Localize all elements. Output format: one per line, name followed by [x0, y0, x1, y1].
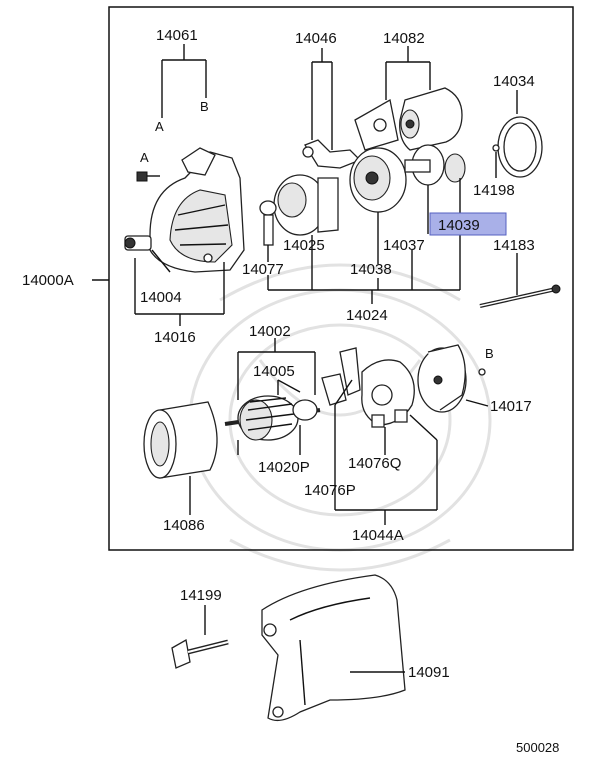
label-14091[interactable]: 14091	[408, 664, 450, 681]
spring-14077	[259, 200, 277, 262]
label-14020P[interactable]: 14020P	[258, 459, 310, 476]
label-14076Q[interactable]: 14076Q	[348, 455, 401, 472]
label-14039[interactable]: 14039	[438, 217, 480, 234]
label-14038[interactable]: 14038	[350, 261, 392, 278]
label-14082[interactable]: 14082	[383, 30, 425, 47]
brush-holder-14044A	[321, 347, 415, 455]
bracket-14002	[237, 338, 316, 400]
ref-b-right: B	[485, 346, 494, 361]
bracket-14091	[261, 574, 406, 722]
label-14037[interactable]: 14037	[383, 237, 425, 254]
ref-b-top: B	[200, 99, 209, 114]
label-14016[interactable]: 14016	[154, 329, 196, 346]
label-14061[interactable]: 14061	[156, 27, 198, 44]
ref-a-left: A	[140, 150, 149, 165]
label-14044A[interactable]: 14044A	[352, 527, 404, 544]
solenoid-14082	[354, 46, 463, 151]
label-14076P[interactable]: 14076P	[304, 482, 356, 499]
label-14086[interactable]: 14086	[163, 517, 205, 534]
shaft-14037	[404, 144, 466, 234]
label-14017[interactable]: 14017	[490, 398, 532, 415]
label-14004[interactable]: 14004	[140, 289, 182, 306]
label-14024[interactable]: 14024	[346, 307, 388, 324]
watermark	[188, 263, 492, 572]
bracket-14020P	[237, 425, 301, 455]
label-14000A[interactable]: 14000A	[22, 272, 74, 289]
ref-a-top: A	[155, 119, 164, 134]
end-cover-14017	[417, 344, 489, 413]
label-14199[interactable]: 14199	[180, 587, 222, 604]
label-14183[interactable]: 14183	[493, 237, 535, 254]
highlight-box-14039	[429, 212, 507, 236]
label-14002[interactable]: 14002	[249, 323, 291, 340]
label-14198[interactable]: 14198	[473, 182, 515, 199]
yoke-14086	[143, 401, 218, 515]
bracket-14024	[267, 250, 460, 304]
drawing-number: 500028	[516, 740, 559, 755]
diagram-frame	[108, 6, 574, 551]
gear-14038	[349, 147, 407, 264]
bracket-14016	[134, 249, 225, 326]
label-14034[interactable]: 14034	[493, 73, 535, 90]
bracket-14061	[161, 44, 207, 118]
bracket-14076	[334, 379, 438, 525]
bolt-14199	[171, 605, 229, 669]
ring-14034	[492, 90, 543, 178]
label-14077[interactable]: 14077	[242, 261, 284, 278]
front-housing-14004	[124, 147, 245, 273]
bolt-14183	[479, 253, 561, 308]
label-14025[interactable]: 14025	[283, 237, 325, 254]
label-14046[interactable]: 14046	[295, 30, 337, 47]
label-14005[interactable]: 14005	[253, 363, 295, 380]
armature-14002	[224, 395, 321, 441]
lever-14046	[302, 48, 362, 169]
